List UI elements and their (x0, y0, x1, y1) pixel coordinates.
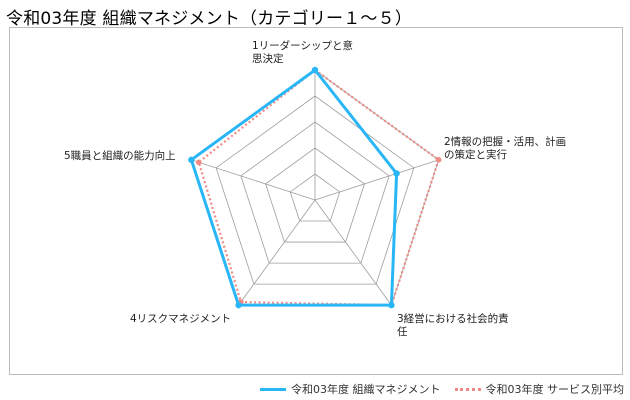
data-point-org-management-5 (188, 156, 195, 164)
series-line-org-management (189, 67, 399, 307)
data-point-service-average-2 (435, 157, 442, 163)
axis-label-planning: 2情報の把握・活用、計画の策定と実行 (444, 136, 567, 161)
legend-swatch-org-management (260, 387, 286, 391)
grid-spoke (191, 159, 316, 201)
legend: 令和03年度 組織マネジメント 令和03年度 サービス別平均 (246, 381, 624, 397)
axis-label-leadership: 1リーダーシップと意思決定 (252, 40, 353, 65)
data-point-service-average-5 (195, 159, 202, 166)
legend-item-service-average: 令和03年度 サービス別平均 (454, 381, 625, 397)
axis-label-staff-development: 5職員と組織の能力向上 (64, 150, 176, 162)
chart-title: 令和03年度 組織マネジメント（カテゴリー１～５） (6, 9, 413, 29)
legend-label-service-average: 令和03年度 サービス別平均 (485, 383, 625, 396)
grid-spoke (238, 199, 316, 306)
axis-label-risk-management: 4リスクマネジメント (130, 313, 232, 325)
data-point-org-management-1 (311, 66, 319, 74)
series-line-service-average (197, 68, 440, 307)
grid-ring (215, 95, 415, 285)
grid-ring (265, 147, 365, 243)
data-point-org-management-3 (388, 301, 395, 309)
grid-ring (240, 121, 390, 264)
grid-ring (289, 173, 341, 222)
axis-label-social-responsibility: 3経営における社会的責任 (397, 313, 509, 338)
plot-area-frame (9, 27, 623, 375)
legend-swatch-service-average (454, 387, 481, 391)
grid-spoke (314, 199, 392, 306)
data-point-org-management-2 (393, 170, 400, 177)
grid-spoke (314, 159, 439, 201)
legend-label-org-management: 令和03年度 組織マネジメント (291, 383, 441, 396)
data-point-org-management-4 (235, 301, 242, 309)
legend-item-org-management: 令和03年度 組織マネジメント (260, 381, 441, 397)
